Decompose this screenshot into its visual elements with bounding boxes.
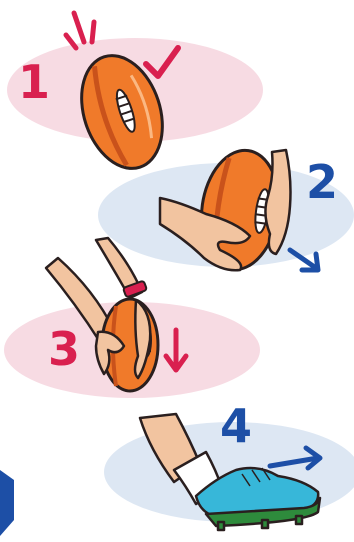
step-2-number: 2 (306, 155, 338, 209)
step-4-number: 4 (220, 399, 252, 453)
burst-icon (66, 13, 94, 48)
step-4: 4 (104, 399, 354, 530)
step-1: 1 (7, 13, 263, 179)
step-1-number: 1 (18, 55, 50, 109)
corner-badge-icon (0, 470, 14, 536)
step-3-number: 3 (48, 322, 80, 376)
